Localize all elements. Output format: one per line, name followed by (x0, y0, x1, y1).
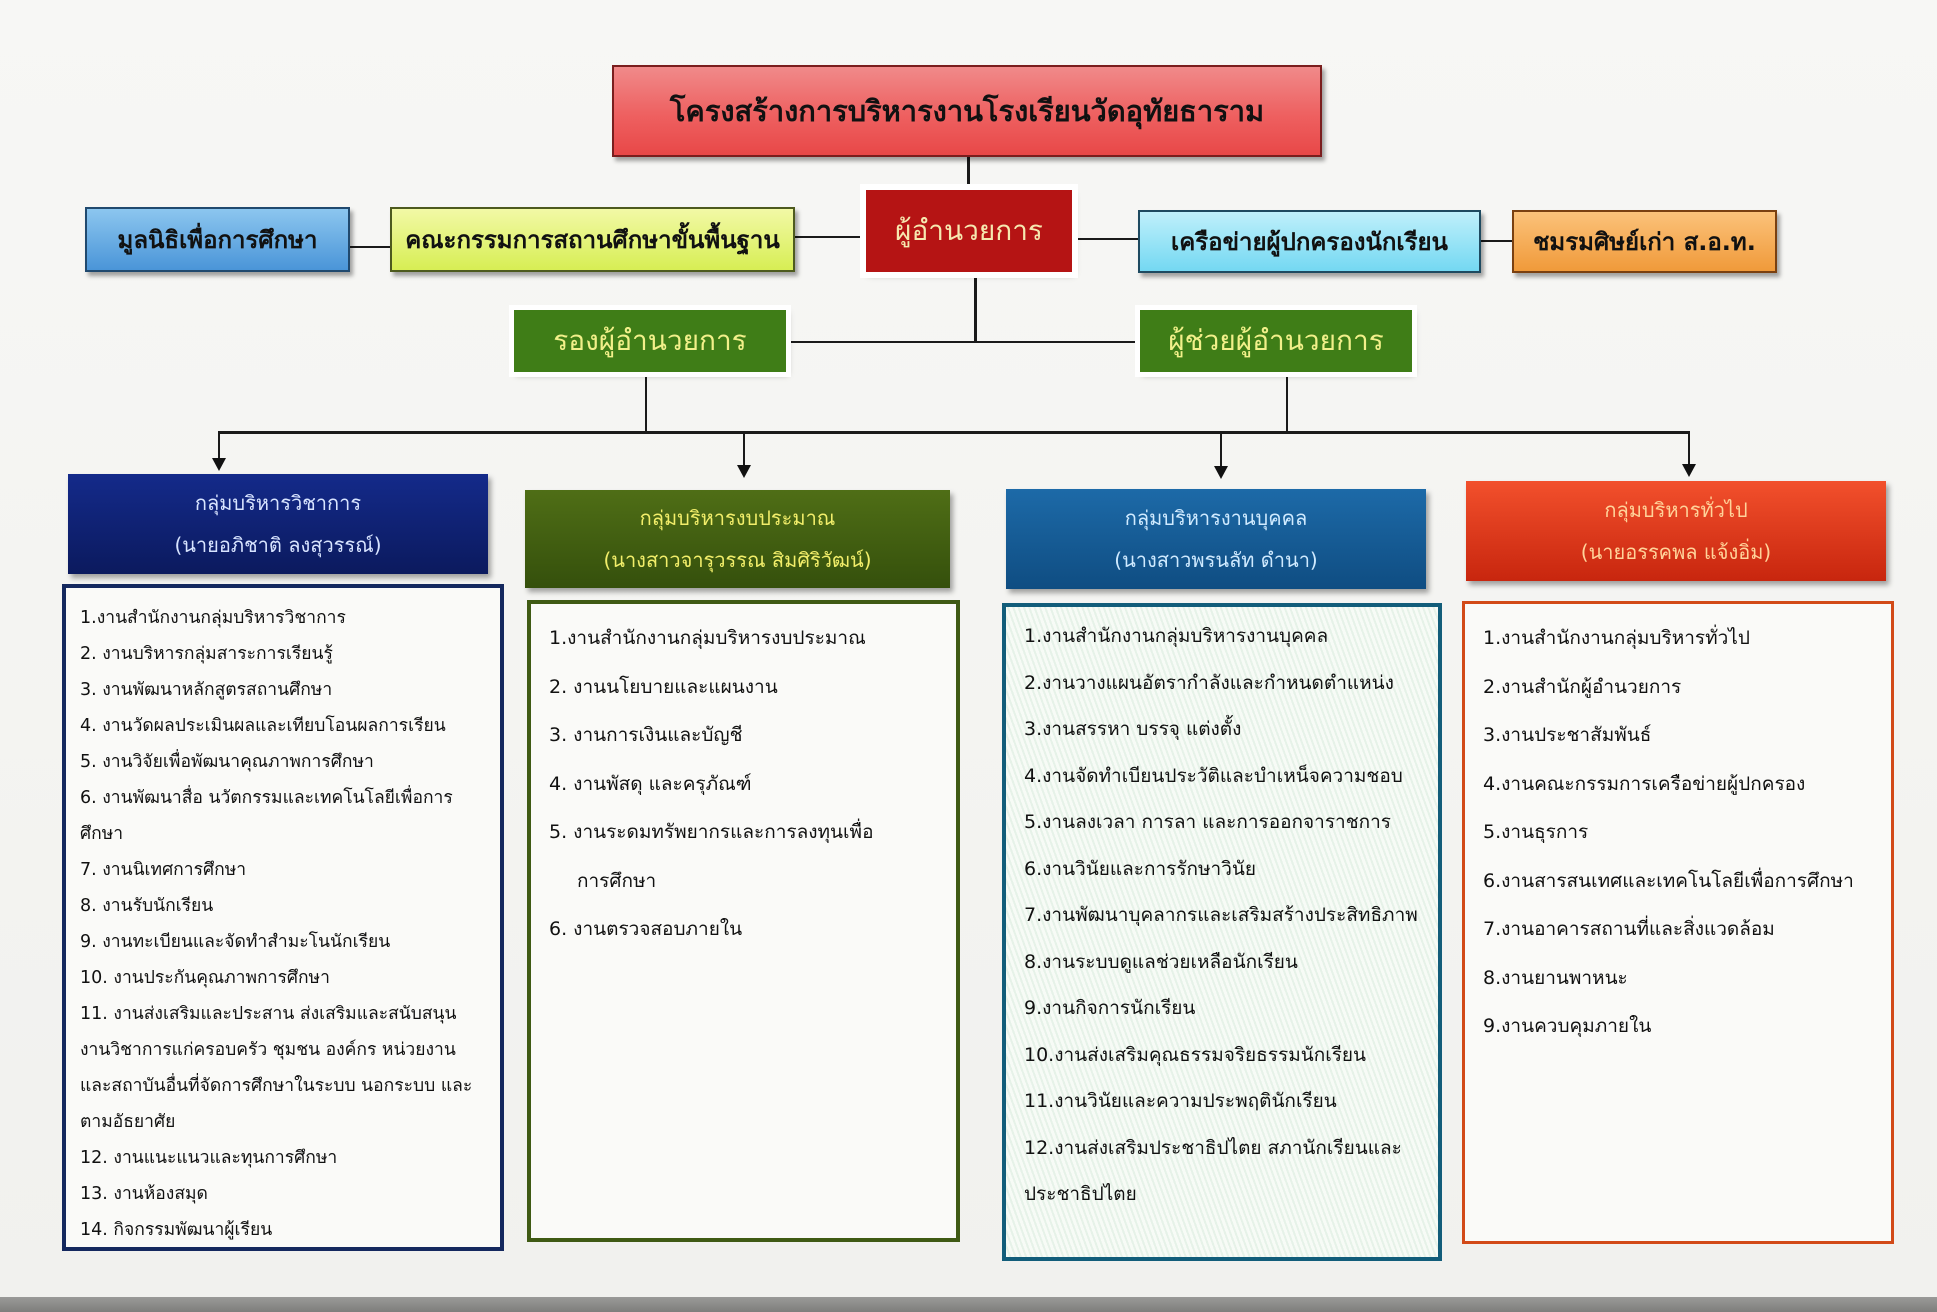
bottom-edge-bar (0, 1297, 1937, 1312)
list-item: 9.งานกิจการนักเรียน (1024, 997, 1196, 1019)
list-item: 1.งานสำนักงานกลุ่มบริหารทั่วไป (1483, 627, 1750, 649)
connector-director-parents (1072, 238, 1138, 240)
group-header-personnel: กลุ่มบริหารงานบุคคล (นางสาวพรนลัท ดำนา) (1006, 489, 1426, 589)
task-list-general: 1.งานสำนักงานกลุ่มบริหารทั่วไป 2.งานสำนั… (1462, 601, 1894, 1244)
group-head-person: (นายอภิชาติ ลงสุวรรณ์) (174, 533, 382, 557)
list-item: 8.งานระบบดูแลช่วยเหลือนักเรียน (1024, 950, 1298, 973)
list-item: 1.งานสำนักงานกลุ่มบริหารวิชาการ (80, 608, 346, 628)
connector-deputy-assistant (786, 341, 1140, 343)
list-item-continuation: การศึกษา (577, 869, 657, 892)
connector-groups-bus (218, 431, 1690, 434)
list-item: 9. งานทะเบียนและจัดทำสำมะโนนักเรียน (80, 932, 391, 952)
list-item: 3.งานสรรหา บรรจุ แต่งตั้ง (1024, 718, 1242, 740)
alumni-club-box: ชมรมศิษย์เก่า ส.อ.ท. (1512, 210, 1777, 273)
group-name: กลุ่มบริหารวิชาการ (194, 491, 362, 515)
list-item: 11. งานส่งเสริมและประสาน ส่งเสริมและสนับ… (80, 1004, 473, 1132)
parent-network-box: เครือข่ายผู้ปกครองนักเรียน (1138, 210, 1481, 273)
arrow-down-icon (1682, 464, 1696, 477)
foundation-box: มูลนิธิเพื่อการศึกษา (85, 207, 350, 272)
list-item: 4.งานคณะกรรมการเครือข่ายผู้ปกครอง (1483, 772, 1806, 795)
task-list-personnel: 1.งานสำนักงานกลุ่มบริหารงานบุคคล 2.งานวา… (1002, 603, 1442, 1261)
group-head-person: (นางสาวจารุวรรณ สิมศิริวัฒน์) (603, 548, 872, 572)
connector-drop-4 (1688, 431, 1690, 464)
connector-deputy-down (645, 372, 647, 432)
list-item: 5. งานวิจัยเพื่อพัฒนาคุณภาพการศึกษา (80, 752, 374, 772)
connector-parents-alumni (1481, 240, 1512, 242)
list-item: 3. งานการเงินและบัญชี (549, 724, 743, 746)
group-head-person: (นางสาวพรนลัท ดำนา) (1114, 548, 1318, 572)
list-item: 11.งานวินัยและความประพฤตินักเรียน (1024, 1090, 1337, 1112)
list-item: 9.งานควบคุมภายใน (1483, 1015, 1652, 1037)
arrow-down-icon (737, 465, 751, 478)
group-name: กลุ่มบริหารงานบุคคล (1124, 506, 1308, 530)
list-item: 10. งานประกันคุณภาพการศึกษา (80, 968, 330, 988)
list-item: 5.งานธุรการ (1483, 821, 1589, 843)
connector-title-director (967, 157, 970, 190)
list-item: 2.งานสำนักผู้อำนวยการ (1483, 675, 1682, 698)
list-item: 4.งานจัดทำเบียนประวัติและบำเหน็จความชอบ (1024, 764, 1403, 787)
list-item: 4. งานวัดผลประเมินผลและเทียบโอนผลการเรีย… (80, 716, 446, 736)
connector-drop-1 (218, 431, 220, 461)
list-item: 6. งานตรวจสอบภายใน (549, 918, 743, 940)
connector-drop-3 (1220, 433, 1222, 466)
list-item: 13. งานห้องสมุด (80, 1184, 208, 1204)
connector-assistant-down (1286, 372, 1288, 434)
chart-title: โครงสร้างการบริหารงานโรงเรียนวัดอุทัยธาร… (612, 65, 1322, 157)
list-item: 8. งานรับนักเรียน (80, 896, 214, 916)
list-item: 7.งานอาคารสถานที่และสิ่งแวดล้อม (1483, 918, 1775, 940)
task-list-budget: 1.งานสำนักงานกลุ่มบริหารงบประมาณ 2. งานน… (527, 600, 960, 1242)
assistant-director-box: ผู้ช่วยผู้อำนวยการ (1135, 305, 1417, 377)
list-item: 1.งานสำนักงานกลุ่มบริหารงานบุคคล (1024, 625, 1329, 647)
list-item: 1.งานสำนักงานกลุ่มบริหารงบประมาณ (549, 627, 866, 649)
list-item: 8.งานยานพาหนะ (1483, 966, 1628, 989)
group-name: กลุ่มบริหารงบประมาณ (639, 506, 836, 530)
task-list-academic: 1.งานสำนักงานกลุ่มบริหารวิชาการ 2. งานบร… (62, 584, 504, 1251)
connector-committee-director (795, 236, 866, 238)
list-item: 7.งานพัฒนาบุคลากรและเสริมสร้างประสิทธิภา… (1024, 904, 1418, 926)
school-committee-box: คณะกรรมการสถานศึกษาขั้นพื้นฐาน (390, 207, 795, 272)
list-item: 5. งานระดมทรัพยากรและการลงทุนเพื่อ (549, 821, 874, 843)
group-header-academic: กลุ่มบริหารวิชาการ (นายอภิชาติ ลงสุวรรณ์… (68, 474, 488, 574)
arrow-down-icon (212, 458, 226, 471)
list-item: 14. กิจกรรมพัฒนาผู้เรียน (80, 1220, 273, 1240)
list-item: 12. งานแนะแนวและทุนการศึกษา (80, 1148, 338, 1168)
list-item: 2. งานนโยบายและแผนงาน (549, 675, 778, 698)
list-item: 2. งานบริหารกลุ่มสาระการเรียนรู้ (80, 644, 333, 664)
list-item: 6. งานพัฒนาสื่อ นวัตกรรมและเทคโนโลยีเพื่… (80, 788, 453, 844)
group-head-person: (นายอรรคพล แจ้งอิ่ม) (1580, 540, 1772, 564)
list-item: 3. งานพัฒนาหลักสูตรสถานศึกษา (80, 680, 333, 700)
arrow-down-icon (1214, 466, 1228, 479)
group-header-budget: กลุ่มบริหารงบประมาณ (นางสาวจารุวรรณ สิมศ… (525, 490, 950, 588)
connector-director-down (974, 272, 977, 342)
connector-drop-2 (743, 432, 745, 465)
group-header-general: กลุ่มบริหารทั่วไป (นายอรรคพล แจ้งอิ่ม) (1466, 481, 1886, 581)
list-item: 7. งานนิเทศการศึกษา (80, 860, 247, 880)
list-item: 6.งานวินัยและการรักษาวินัย (1024, 857, 1257, 880)
group-name: กลุ่มบริหารทั่วไป (1604, 498, 1748, 522)
list-item: 10.งานส่งเสริมคุณธรรมจริยธรรมนักเรียน (1024, 1043, 1367, 1066)
deputy-director-box: รองผู้อำนวยการ (509, 305, 791, 377)
list-item: 6.งานสารสนเทศและเทคโนโลยีเพื่อการศึกษา (1483, 869, 1854, 892)
connector-foundation-committee (350, 246, 390, 248)
list-item: 2.งานวางแผนอัตรากำลังและกำหนดตำแหน่ง (1024, 671, 1394, 694)
list-item: 4. งานพัสดุ และครุภัณฑ์ (549, 772, 752, 795)
list-item: 12.งานส่งเสริมประชาธิปไตย สภานักเรียนและ… (1024, 1136, 1402, 1206)
director-box: ผู้อำนวยการ (860, 184, 1078, 278)
list-item: 3.งานประชาสัมพันธ์ (1483, 724, 1652, 746)
list-item: 5.งานลงเวลา การลา และการออกจาราชการ (1024, 811, 1391, 833)
